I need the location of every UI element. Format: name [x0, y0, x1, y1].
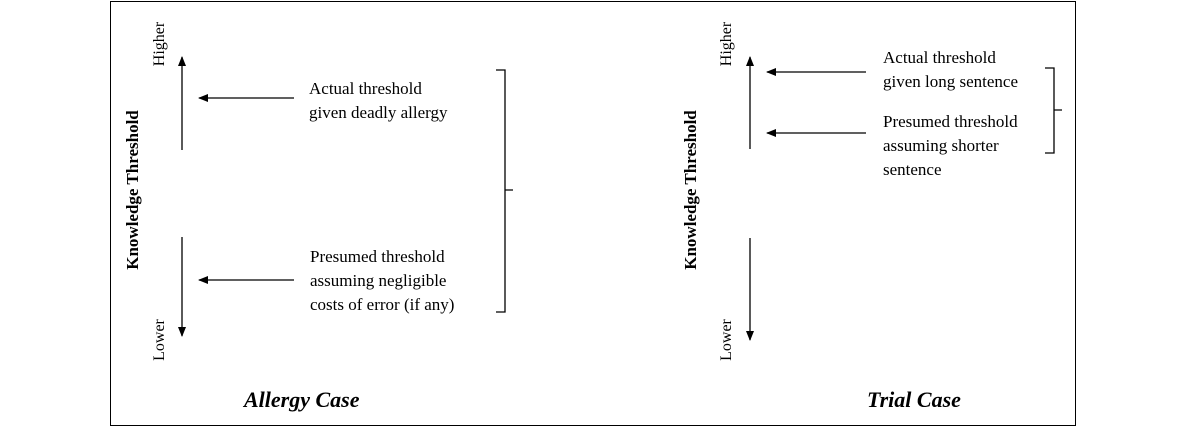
right-lower-label-line-3: sentence — [883, 160, 942, 179]
left-upper-label-line-1: Actual threshold — [309, 79, 422, 98]
left-upper-label: Actual threshold given deadly allergy — [309, 77, 447, 125]
left-case-title: Allergy Case — [244, 387, 360, 412]
right-lower-label: Lower — [718, 319, 735, 361]
right-axis-label: Knowledge Threshold — [681, 110, 700, 270]
right-upper-label: Actual threshold given long sentence — [883, 46, 1018, 94]
right-higher-label: Higher — [718, 21, 735, 67]
left-upper-label-line-2: given deadly allergy — [309, 103, 448, 122]
left-lower-label-line-2: assuming negligible — [310, 271, 447, 290]
right-lower-label-text: Presumed threshold assuming shorter sent… — [883, 110, 1018, 182]
right-upper-label-line-2: given long sentence — [883, 72, 1019, 91]
right-upper-label-line-1: Actual threshold — [883, 48, 996, 67]
figure-frame — [110, 1, 1076, 426]
left-lower-label: Lower — [151, 319, 168, 361]
right-lower-label-line-2: assuming shorter — [883, 136, 999, 155]
left-bracket — [496, 69, 513, 313]
left-axis-label: Knowledge Threshold — [123, 110, 142, 270]
left-lower-label-line-3: costs of error (if any) — [310, 295, 455, 314]
left-lower-label-text: Presumed threshold assuming negligible c… — [310, 245, 454, 317]
left-higher-label: Higher — [151, 21, 168, 67]
right-lower-label-line-1: Presumed threshold — [883, 112, 1018, 131]
right-bracket — [1045, 67, 1062, 154]
right-case-title: Trial Case — [867, 387, 961, 412]
left-lower-label-line-1: Presumed threshold — [310, 247, 445, 266]
